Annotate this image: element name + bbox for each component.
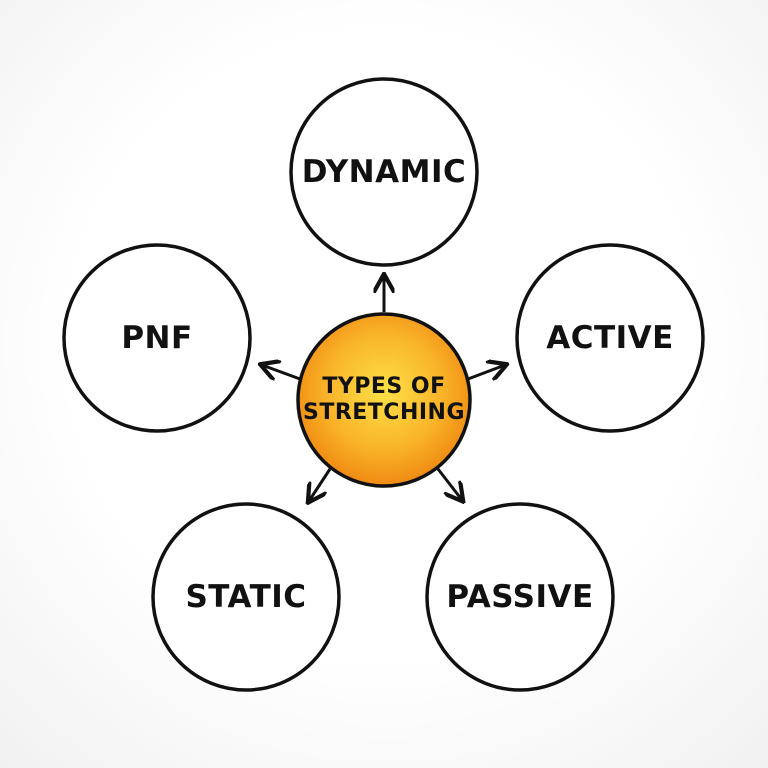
node-circle-dynamic: [289, 77, 479, 267]
arrow-to-active: [467, 365, 505, 379]
center-circle: [296, 312, 472, 488]
arrow-to-pnf: [262, 365, 301, 379]
node-circle-active: [515, 243, 705, 433]
node-circle-passive: [425, 502, 615, 692]
node-label-pnf: PNF: [121, 320, 193, 356]
node-label-static: STATIC: [185, 579, 307, 615]
node-circle-pnf: [62, 243, 252, 433]
node-circle-static: [151, 502, 341, 692]
node-label-passive: PASSIVE: [446, 579, 594, 615]
arrow-to-passive: [436, 468, 462, 500]
center-label: TYPES OF STRETCHING: [299, 365, 469, 435]
node-label-dynamic: DYNAMIC: [301, 154, 467, 190]
center-label-line1: TYPES OF: [322, 374, 446, 399]
arrow-to-static: [309, 468, 332, 501]
center-label-line2: STRETCHING: [302, 400, 466, 425]
node-label-active: ACTIVE: [546, 320, 674, 356]
